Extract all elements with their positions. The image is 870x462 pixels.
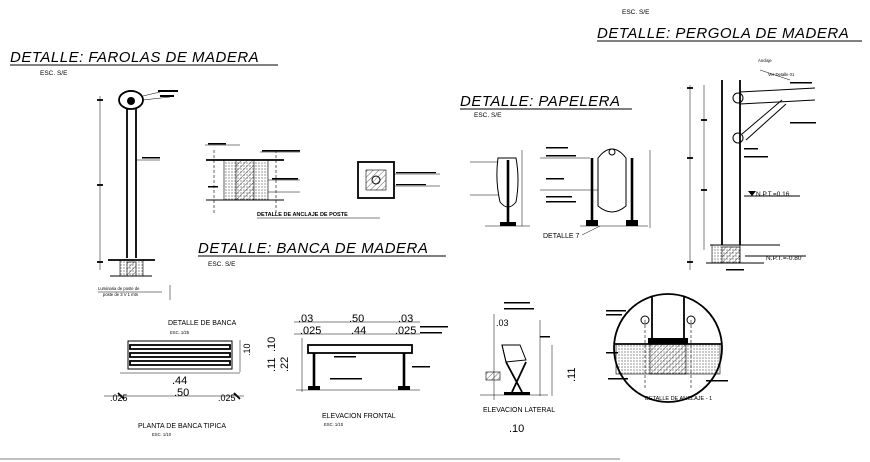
papelera-scale: ESC. S/E <box>474 112 502 119</box>
farolas-title: DETALLE: FAROLAS DE MADERA <box>10 49 259 66</box>
anclaje-poste-detail: DETALLE DE ANCLAJE DE POSTE <box>205 143 440 219</box>
lat-dim-11: .11 <box>566 368 578 382</box>
farolas-caption-1: Luminaria de poste de <box>98 286 140 291</box>
pergola-anclaje-note: Anclaje <box>758 58 772 63</box>
anclaje-caption: DETALLE DE ANCLAJE DE POSTE <box>257 212 348 218</box>
frontal-scale: ESC. 1/10 <box>324 422 344 427</box>
banca-detail: DETALLE: BANCA DE MADERA ESC. S/E DETALL… <box>104 240 728 437</box>
front-dim-50: .50 <box>349 313 364 325</box>
lamp-head-icon <box>118 90 178 110</box>
front-dim-22: .22 <box>279 357 291 372</box>
lateral-label: ELEVACION LATERAL <box>483 407 555 414</box>
lat-dim-10: .10 <box>509 423 524 435</box>
front-dim-03a: .03 <box>298 313 313 325</box>
papelera-detail: DETALLE: PAPELERA ESC. S/E DETALLE 7 <box>460 93 651 240</box>
frontal-label: ELEVACION FRONTAL <box>322 413 396 420</box>
plan-dim-025a: .025 <box>110 393 128 403</box>
detalle-banca-scale: ESC. 1/25 <box>170 330 190 335</box>
pergola-detail: ESC. S/E DETALLE: PERGOLA DE MADERA Ancl… <box>597 9 862 271</box>
banca-title: DETALLE: BANCA DE MADERA <box>198 240 428 257</box>
plan-dim-50: .50 <box>174 387 189 399</box>
banca-scale: ESC. S/E <box>208 261 236 268</box>
front-dim-10: .10 <box>266 337 278 352</box>
farolas-detail: DETALLE: FAROLAS DE MADERA ESC. S/E Lumi… <box>10 49 278 300</box>
npt-016-label: N.P.T.=0.16 <box>756 191 790 198</box>
plan-dim-44: .44 <box>172 375 187 387</box>
farolas-caption-2: poste de 3 V 1 mts <box>103 292 138 297</box>
plan-banca-label: PLANTA DE BANCA TIPICA <box>138 423 226 430</box>
papelera-title: DETALLE: PAPELERA <box>460 93 621 110</box>
plan-banca-scale: ESC. 1/10 <box>152 432 172 437</box>
detalle-7-label: DETALLE 7 <box>543 233 580 240</box>
lat-dim-03: .03 <box>496 318 509 328</box>
detalle-banca-label: DETALLE DE BANCA <box>168 320 237 327</box>
anclaje-banca-label: DETALLE DE ANCLAJE - 1 <box>645 396 712 402</box>
front-dim-44: .44 <box>351 325 366 337</box>
front-dim-11: .11 <box>266 358 278 372</box>
front-dim-025a: .025 <box>300 325 321 337</box>
pergola-ver-detalle-note: Ver Detalle 01 <box>768 72 795 77</box>
front-dim-025b: .025 <box>395 325 416 337</box>
front-dim-03b: .03 <box>398 313 413 325</box>
pergola-title: DETALLE: PERGOLA DE MADERA <box>597 25 849 42</box>
plan-dim-025b: .025 <box>218 393 236 403</box>
npt-080-label: N.P.T.=-0.80 <box>766 255 802 262</box>
farolas-scale: ESC. S/E <box>40 70 68 77</box>
plan-dim-10: .10 <box>242 343 252 356</box>
pergola-scale: ESC. S/E <box>622 9 650 16</box>
